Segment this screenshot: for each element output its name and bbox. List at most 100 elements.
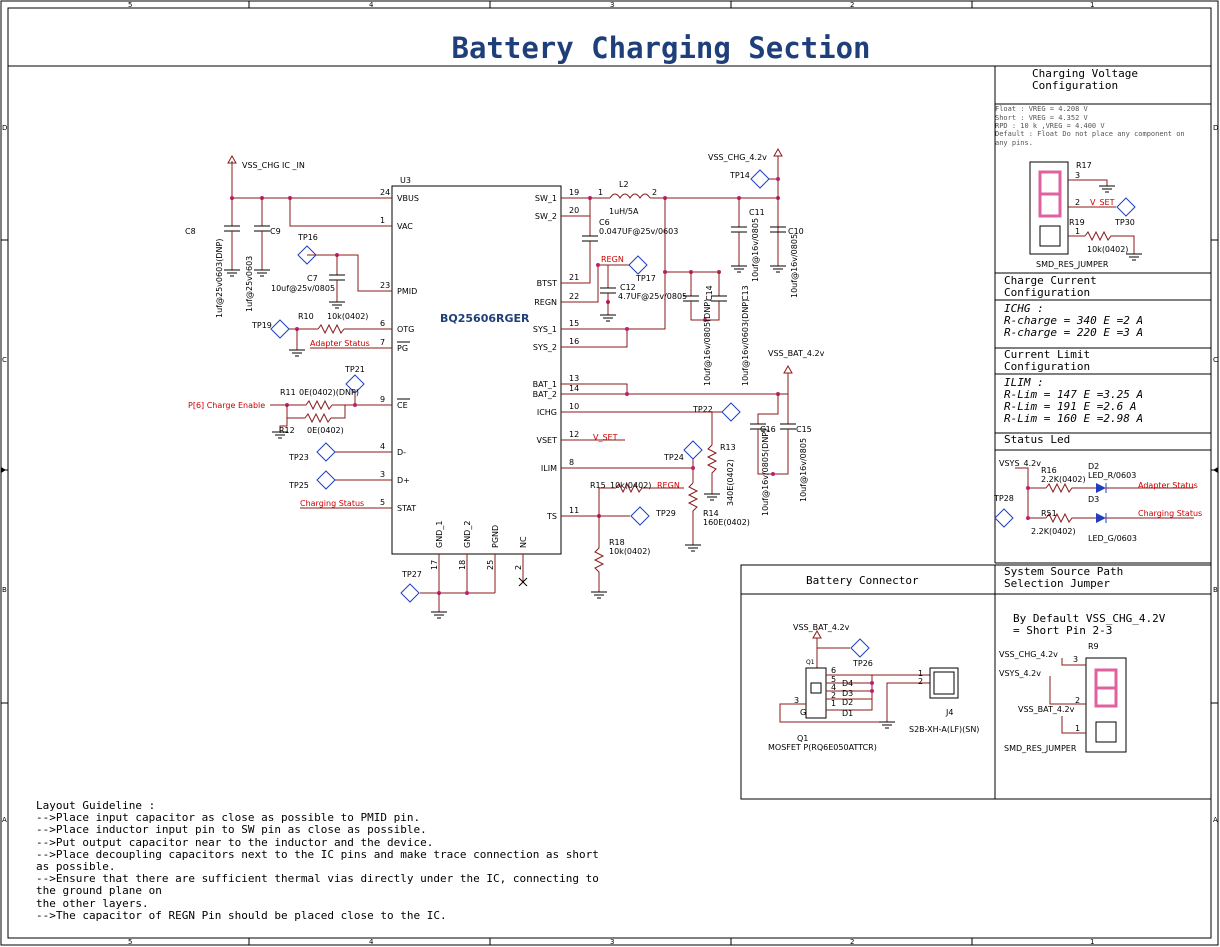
testpoint-tp16[interactable] xyxy=(297,245,317,265)
r18-value: 10k(0402) xyxy=(609,547,650,556)
guideline-line: -->Place decoupling capacitors next to t… xyxy=(36,848,599,861)
testpoint-tp17[interactable] xyxy=(628,255,648,275)
testpoint-tp27[interactable] xyxy=(400,583,420,603)
tp29-label: TP29 xyxy=(655,509,676,518)
r17-ref: R17 xyxy=(1076,161,1092,170)
l2-pin2: 2 xyxy=(652,188,657,197)
ic-pin-name: D+ xyxy=(397,476,410,485)
q1-gate: G xyxy=(800,708,806,717)
j4-value: S2B-XH-A(LF)(SN) xyxy=(909,725,979,734)
c16-value: 10uf@16v/0805(DNP) xyxy=(761,429,770,516)
tp22-label: TP22 xyxy=(692,405,713,414)
cl-line: R-Lim = 147 E =3.25 A xyxy=(1004,388,1143,401)
ic-pin-name: BTST xyxy=(537,279,557,288)
ic-pin-name: SW_1 xyxy=(535,194,557,203)
col-label: 3 xyxy=(610,938,614,946)
q1-pin2: 2 xyxy=(831,691,836,700)
r10-value: 10k(0402) xyxy=(327,312,368,321)
r14-value: 160E(0402) xyxy=(703,518,750,527)
col-label: 5 xyxy=(128,1,132,9)
testpoint-tp26[interactable] xyxy=(850,638,870,658)
q1-d1: D1 xyxy=(842,709,853,718)
ic-body xyxy=(391,185,562,555)
ic-pin-name: GND_2 xyxy=(463,521,472,548)
col-label: 4 xyxy=(369,1,374,9)
testpoint-tp22[interactable] xyxy=(721,402,741,422)
cc-line: R-charge = 340 E =2 A xyxy=(1004,314,1143,327)
row-label: B xyxy=(2,586,7,594)
net-vss-chg-ic-in: VSS_CHG IC _IN xyxy=(242,161,305,170)
guideline-line: as possible. xyxy=(36,860,115,873)
r13-value: 340E(0402) xyxy=(726,459,735,506)
testpoint-tp28[interactable] xyxy=(994,508,1014,528)
ic-pin-number: 23 xyxy=(380,281,390,290)
testpoint-tp23[interactable] xyxy=(316,442,336,462)
charging-voltage-notes: Float : VREG = 4.208 V Short : VREG = 4.… xyxy=(995,105,1185,147)
testpoint-tp19[interactable] xyxy=(270,319,290,339)
ic-pin-name: TS xyxy=(546,512,557,521)
jumper-r17[interactable] xyxy=(1029,161,1069,255)
d2-ref: D2 xyxy=(1088,462,1099,471)
ic-pin-name: VBUS xyxy=(397,194,419,203)
jumper-r9-label: SMD_RES_JUMPER xyxy=(1004,744,1077,753)
battery-connector-title: Battery Connector xyxy=(806,574,919,587)
r9-pin1: 1 xyxy=(1075,724,1080,733)
ic-pin-number: 25 xyxy=(486,560,495,570)
guideline-line: -->The capacitor of REGN Pin should be p… xyxy=(36,909,447,922)
battery-connector-box: Battery Connector VSS_BAT_4.2v TP26 Q1 6… xyxy=(740,564,1212,800)
connector-j4[interactable] xyxy=(929,667,959,699)
net-charging-status-led: Charging Status xyxy=(1138,509,1202,518)
c9-value: 1uf@25v0603 xyxy=(245,256,254,312)
testpoint-tp29[interactable] xyxy=(630,506,650,526)
ic-pin-number: 4 xyxy=(380,442,385,451)
c9-ref: C9 xyxy=(270,227,281,236)
ic-pin-number: 5 xyxy=(380,498,385,507)
testpoint-tp30[interactable] xyxy=(1116,197,1136,217)
c10-value: 10uf@16v/0805 xyxy=(790,234,799,298)
r9-ref: R9 xyxy=(1088,642,1099,651)
tp21-label: TP21 xyxy=(344,365,365,374)
ic-pin-name: BAT_1 xyxy=(533,380,557,389)
c13-ref: C13 xyxy=(741,285,750,301)
r13-ref: R13 xyxy=(720,443,736,452)
c15-ref: C15 xyxy=(796,425,812,434)
tp30-label: TP30 xyxy=(1114,218,1135,227)
tp16-label: TP16 xyxy=(297,233,318,242)
guideline-line: -->Put output capacitor near to the indu… xyxy=(36,836,433,849)
cv-note: Float : VREG = 4.208 V xyxy=(995,105,1089,113)
j4-pin2: 2 xyxy=(918,677,923,686)
guideline-line: -->Ensure that there are sufficient ther… xyxy=(36,872,599,885)
d3-ref: D3 xyxy=(1088,495,1099,504)
ic-part-number: BQ25606RGER xyxy=(440,312,530,325)
ic-pin-name: NC xyxy=(519,536,528,548)
r15-ref: R15 xyxy=(590,481,606,490)
r11-ref-value: R11 xyxy=(280,388,296,397)
q1-pin4: 4 xyxy=(831,683,836,692)
ic-pin-name: SYS_2 xyxy=(533,343,557,352)
net-regn: REGN xyxy=(601,255,624,264)
cv-note: Default : Float Do not place any compone… xyxy=(995,130,1185,138)
q1-d4: D4 xyxy=(842,679,853,688)
c11-value: 10uf@16v/0805 xyxy=(751,218,760,282)
q1-ref: Q1 xyxy=(797,734,808,743)
net-charge-enable: P[6] Charge Enable xyxy=(188,401,265,410)
ic-pin-number: 15 xyxy=(569,319,579,328)
row-label: B xyxy=(1213,586,1218,594)
cl-line: R-Lim = 160 E =2.98 A xyxy=(1004,412,1143,425)
tp23-label: TP23 xyxy=(288,453,309,462)
testpoint-tp25[interactable] xyxy=(316,470,336,490)
r15-value: 10k(0402) xyxy=(610,481,651,490)
inner-frame xyxy=(7,7,1212,939)
testpoint-tp14[interactable] xyxy=(750,169,770,189)
led-d3 xyxy=(1096,513,1106,523)
ic-ref: U3 xyxy=(400,176,411,185)
ic-pin-name: ICHG xyxy=(537,408,557,417)
